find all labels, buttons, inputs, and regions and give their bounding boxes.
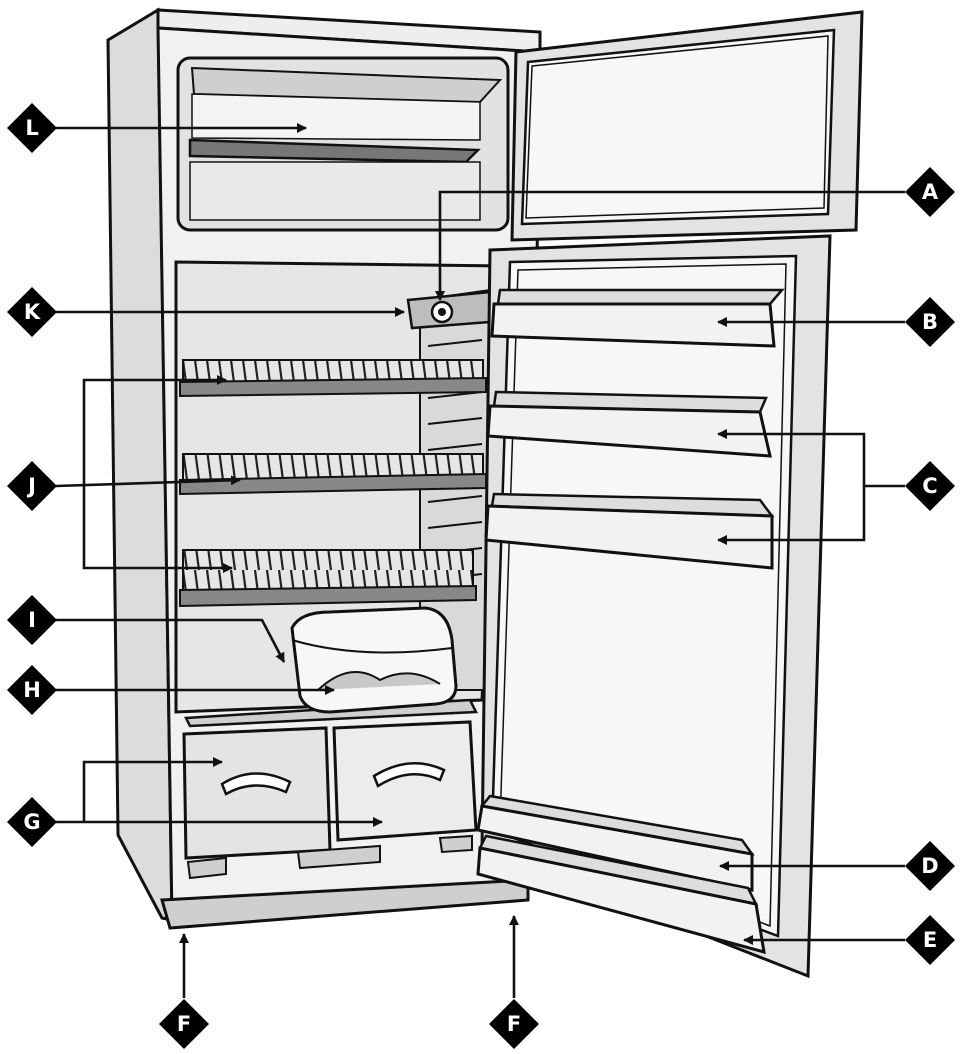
badge-E-text: E — [923, 928, 937, 952]
badge-H-text: H — [23, 678, 41, 702]
fridge-cabinet — [106, 7, 542, 930]
badge-A-text: A — [922, 180, 939, 204]
bottle-rack — [476, 794, 755, 892]
food-container — [290, 606, 458, 714]
leader-C-lower — [717, 486, 866, 545]
leader-C — [717, 429, 905, 488]
leader-J — [55, 475, 241, 488]
shelf-bottom — [179, 549, 477, 608]
badge-G-text: G — [23, 810, 40, 834]
shelf-top — [179, 359, 487, 398]
badge-I-text: I — [28, 608, 36, 632]
badge-C-text: C — [922, 474, 937, 498]
badge-E: E — [905, 915, 955, 965]
badge-G: G — [7, 797, 57, 847]
label-badges: L K J I H G A B — [7, 103, 955, 1049]
leader-I — [56, 618, 286, 663]
leader-J-top — [82, 375, 227, 486]
leader-J-bottom — [82, 486, 233, 573]
thermostat-housing — [406, 290, 492, 330]
badge-J-text: J — [26, 474, 36, 498]
crisper-drawer-right — [332, 720, 478, 842]
badge-J: J — [7, 461, 57, 511]
badge-K: K — [7, 287, 57, 337]
badge-F-right: F — [489, 999, 539, 1049]
door-tray-bottom — [476, 834, 766, 955]
freezer-compartment — [176, 56, 510, 232]
fridge-compartment — [174, 260, 507, 880]
door-shelf-top — [490, 288, 785, 348]
leader-lines — [55, 123, 905, 998]
leader-A — [435, 190, 905, 301]
badge-I: I — [7, 595, 57, 645]
leader-G-top — [82, 757, 223, 822]
badge-F-right-text: F — [507, 1012, 521, 1036]
door-shelf-middle — [486, 390, 772, 458]
badge-F-left-text: F — [177, 1012, 191, 1036]
badge-F-left: F — [159, 999, 209, 1049]
badge-L: L — [7, 103, 57, 153]
cabinet-base — [160, 878, 530, 930]
badge-C: C — [905, 461, 955, 511]
badge-D-text: D — [921, 854, 938, 878]
fridge-door — [476, 234, 832, 979]
badge-B: B — [905, 297, 955, 347]
badge-K-text: K — [24, 300, 41, 324]
badge-B-text: B — [922, 310, 938, 334]
badge-L-text: L — [25, 116, 38, 140]
badge-D: D — [905, 841, 955, 891]
shelf-middle — [179, 453, 487, 496]
freezer-door — [510, 10, 864, 242]
badge-A: A — [905, 167, 955, 217]
door-shelf-lower — [484, 492, 775, 570]
crisper-drawer-left — [182, 726, 332, 860]
badge-H: H — [7, 665, 57, 715]
